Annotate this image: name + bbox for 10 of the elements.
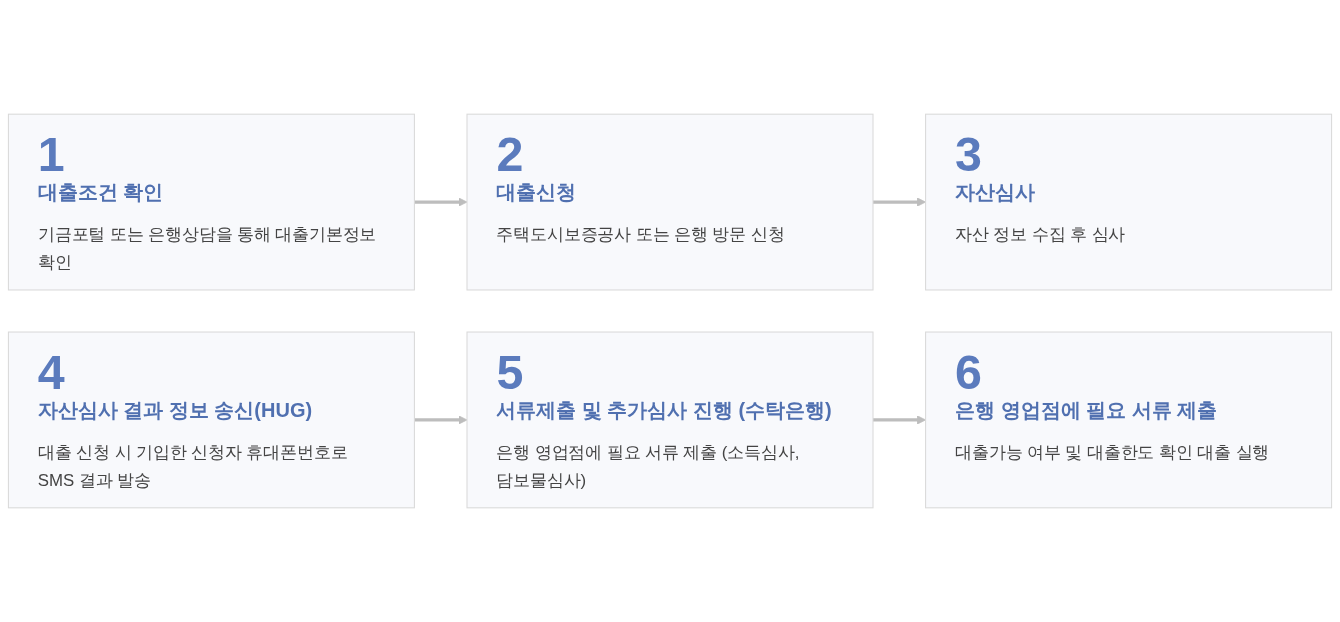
- node-box: 1 대출조건 확인 기금포털 또는 은행상담을 통해 대출기본정보 확인: [7, 113, 415, 291]
- arrow: [414, 415, 468, 425]
- node-box: 2 대출신청 주택도시보증공사 또는 은행 방문 신청: [466, 113, 874, 291]
- arrow: [414, 197, 468, 207]
- arrow: [873, 415, 926, 425]
- node-box: 3 자산심사 자산 정보 수집 후 심사: [925, 113, 1333, 291]
- node-box: 4 자산심사 결과 정보 송신(HUG) 대출 신청 시 기입한 신청자 휴대폰번호로 SMS 결과 발송: [7, 331, 415, 509]
- node-box: 5 서류제출 및 추가심사 진행 (수탁은행) 은행 영업점에 필요 서류 제출 (소득심사, 담보물심사): [466, 331, 874, 509]
- node-box: 6 은행 영업점에 필요 서류 제출 대출가능 여부 및 대출한도 확인 대출 실행: [925, 331, 1333, 509]
- arrow: [873, 197, 926, 207]
